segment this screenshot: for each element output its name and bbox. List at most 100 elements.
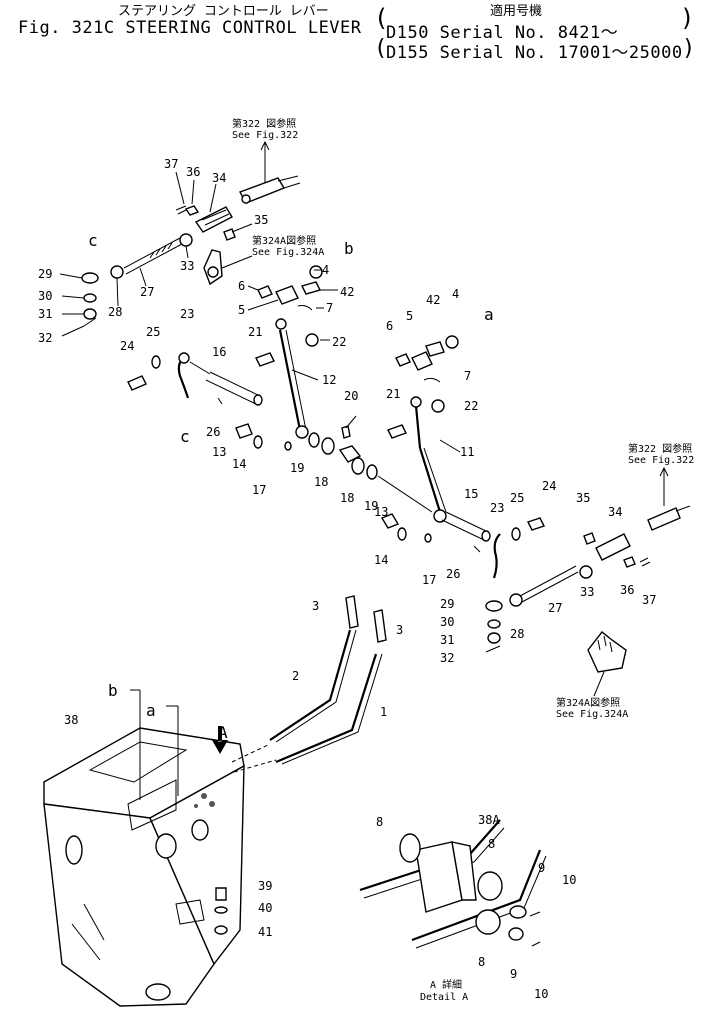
reference-jp: 第322 図参照 — [232, 117, 296, 130]
clevis-34-upper — [194, 206, 233, 233]
bolt-6-right — [395, 353, 411, 367]
part-label-4: 4 — [452, 287, 459, 301]
pin-37-upper — [175, 205, 187, 215]
arm-bracket-right — [587, 631, 627, 697]
part-label-31: 31 — [440, 633, 454, 647]
part-label-10: 10 — [534, 987, 548, 1001]
part-label-17: 17 — [422, 573, 436, 587]
part-label-21: 21 — [386, 387, 400, 401]
reference-en: See Fig.322 — [628, 455, 694, 466]
part-label-29: 29 — [440, 597, 454, 611]
part-label-5: 5 — [406, 309, 413, 323]
nut-33-right — [579, 565, 593, 579]
part-label-34: 34 — [212, 171, 226, 185]
reference-fig324a-upper: 第324A図参照 See Fig.324A — [221, 234, 324, 269]
part-label-38: 38 — [64, 713, 78, 727]
pin-26-right — [473, 545, 481, 553]
part-label-28: 28 — [510, 627, 524, 641]
serial-d150: D150 Serial No. 8421～ — [386, 23, 619, 43]
nut-22-right — [431, 399, 445, 413]
marker-b-box: b — [108, 681, 118, 700]
bushing-18-b — [351, 457, 365, 475]
pin-26-left — [217, 397, 223, 405]
rod-27-upper — [123, 237, 183, 275]
figure-title: Fig. 321C STEERING CONTROL LEVER — [18, 18, 362, 38]
lever-1 — [275, 653, 378, 764]
leader-lines — [59, 171, 461, 453]
rod-27-right — [519, 565, 579, 603]
washer-25-left — [151, 355, 161, 369]
part-label-31: 31 — [38, 307, 52, 321]
grip-3-left — [345, 595, 359, 629]
reference-jp: 第322 図参照 — [628, 442, 692, 455]
lever-arm-11 — [410, 396, 447, 523]
detail-a-assembly — [359, 819, 547, 949]
part-label-14: 14 — [374, 553, 388, 567]
part-label-42: 42 — [340, 285, 354, 299]
marker-c-lower: c — [180, 427, 190, 446]
part-label-11: 11 — [460, 445, 474, 459]
part-label-18: 18 — [340, 491, 354, 505]
grip-3-right — [373, 609, 387, 643]
reference-en: See Fig.324A — [556, 709, 628, 720]
part-label-35: 35 — [254, 213, 268, 227]
part-label-5: 5 — [238, 303, 245, 317]
part-label-13: 13 — [374, 505, 388, 519]
part-label-22: 22 — [464, 399, 478, 413]
part-label-36: 36 — [186, 165, 200, 179]
marker-a-right: a — [484, 305, 494, 324]
part-label-36: 36 — [620, 583, 634, 597]
nut-4-upper — [309, 265, 323, 279]
part-label-30: 30 — [440, 615, 454, 629]
bolt-24-right — [527, 517, 545, 531]
nut-36-upper — [184, 205, 200, 216]
washer-19-b — [366, 464, 378, 480]
plate-42-upper — [300, 281, 322, 295]
markers: c b a c b a A — [88, 231, 494, 742]
reference-en: See Fig.322 — [232, 130, 298, 141]
pin-7-upper — [297, 305, 313, 311]
pin-35-upper — [223, 228, 236, 241]
part-label-29: 29 — [38, 267, 52, 281]
part-label-39: 39 — [258, 879, 272, 893]
rod-end-upper — [238, 175, 301, 204]
bolt-21-right — [387, 424, 407, 439]
part-label-9: 9 — [510, 967, 517, 981]
part-label-33: 33 — [180, 259, 194, 273]
marker-A-view: A — [218, 723, 228, 742]
washer-14-left — [253, 435, 263, 449]
detail-label-en: Detail A — [420, 992, 468, 1003]
reference-jp: 第324A図参照 — [252, 234, 316, 247]
marker-b-line — [130, 689, 141, 800]
shaft-16 — [205, 371, 263, 406]
block-20 — [338, 445, 362, 463]
part-label-30: 30 — [38, 289, 52, 303]
part-label-3: 3 — [396, 623, 403, 637]
part-label-35: 35 — [576, 491, 590, 505]
arm-bracket-upper — [203, 249, 223, 286]
bolt-13-left — [235, 423, 253, 439]
reference-fig322-right: 第322 図参照 See Fig.322 — [628, 442, 694, 531]
pin-37-right — [639, 557, 651, 567]
part-label-7: 7 — [326, 301, 333, 315]
part-label-21: 21 — [248, 325, 262, 339]
part-label-27: 27 — [140, 285, 154, 299]
washer-17-right — [424, 533, 432, 543]
title-japanese: ステアリング コントロール レバー — [118, 4, 329, 19]
part-label-7: 7 — [464, 369, 471, 383]
detail-a-caption: A 詳細 Detail A — [420, 978, 468, 1003]
part-label-10: 10 — [562, 873, 576, 887]
marker-a-box: a — [146, 701, 156, 720]
pin-35-right — [583, 532, 596, 545]
part-label-23: 23 — [490, 501, 504, 515]
part-label-25: 25 — [146, 325, 160, 339]
part-label-27: 27 — [548, 601, 562, 615]
part-label-24: 24 — [120, 339, 134, 353]
part-label-15: 15 — [464, 487, 478, 501]
part-label-8: 8 — [488, 837, 495, 851]
part-label-2: 2 — [292, 669, 299, 683]
part-label-17: 17 — [252, 483, 266, 497]
pin-7-right — [423, 377, 441, 383]
block-5-upper — [275, 285, 299, 305]
reference-en: See Fig.324A — [252, 247, 324, 258]
